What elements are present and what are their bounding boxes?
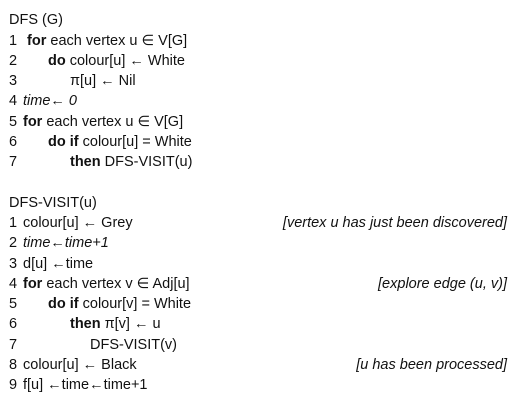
dfs-line: 4 time← 0: [9, 91, 507, 111]
line-comment: [explore edge (u, v)]: [378, 276, 507, 292]
keyword: for: [27, 33, 47, 49]
line-number: 6: [9, 134, 18, 150]
visit-line: 5 do if colour[v] = White: [9, 294, 507, 314]
dfs-title-text: DFS (G): [9, 12, 63, 28]
keyword: do: [48, 53, 66, 69]
line-number: 3: [9, 73, 18, 89]
line-number: 1: [9, 33, 18, 49]
visit-line: 6 then π[v] ← u: [9, 314, 507, 334]
line-text: time←time+1: [23, 235, 109, 251]
line-text: colour[v] = White: [78, 296, 192, 312]
visit-line: 3 d[u] ←time: [9, 254, 507, 274]
keyword: do if: [48, 296, 79, 312]
dfs-line: 3 π[u] ← Nil: [9, 71, 507, 91]
line-number: 8: [9, 357, 18, 373]
dfs-line: 5 for each vertex u ∈ V[G]: [9, 112, 507, 132]
visit-line: 9 f[u] ←time←time+1: [9, 375, 507, 395]
visit-title: DFS-VISIT(u): [9, 193, 507, 213]
dfs-title: DFS (G): [9, 10, 507, 30]
dfs-line: 1 for each vertex u ∈ V[G]: [9, 31, 507, 51]
keyword: then: [70, 316, 101, 332]
visit-line: 2 time←time+1: [9, 233, 507, 253]
line-text: each vertex v ∈ Adj[u]: [42, 276, 190, 292]
visit-title-text: DFS-VISIT(u): [9, 195, 97, 211]
visit-line: 4 for each vertex v ∈ Adj[u] [explore edg…: [9, 274, 507, 294]
line-number: 2: [9, 53, 18, 69]
line-text: time← 0: [23, 93, 77, 109]
dfs-line: 6 do if colour[u] = White: [9, 132, 507, 152]
line-text: π[v] ← u: [100, 316, 161, 332]
line-text: colour[u] = White: [78, 134, 192, 150]
line-number: 1: [9, 215, 18, 231]
line-text: π[u] ← Nil: [70, 73, 136, 89]
line-text: d[u] ←time: [23, 256, 94, 272]
line-text: each vertex u ∈ V[G]: [42, 114, 184, 130]
keyword: do if: [48, 134, 79, 150]
line-number: 6: [9, 316, 18, 332]
line-number: 5: [9, 296, 18, 312]
line-number: 7: [9, 154, 18, 170]
line-text: f[u] ←time←time+1: [23, 377, 148, 393]
keyword: for: [23, 276, 43, 292]
line-comment: [u has been processed]: [356, 357, 507, 373]
visit-line: 7 DFS-VISIT(v): [9, 335, 507, 355]
line-number: 2: [9, 235, 18, 251]
line-text: colour[u] ← Grey: [23, 215, 133, 231]
dfs-line: 7 then DFS-VISIT(u): [9, 152, 507, 172]
line-number: 9: [9, 377, 18, 393]
line-number: 4: [9, 93, 18, 109]
line-number: 7: [9, 337, 18, 353]
line-text: DFS-VISIT(v): [90, 337, 177, 353]
line-text: DFS-VISIT(u): [100, 154, 193, 170]
line-number: 4: [9, 276, 18, 292]
line-comment: [vertex u has just been discovered]: [282, 215, 507, 231]
line-text: colour[u] ← White: [65, 53, 185, 69]
line-text: each vertex u ∈ V[G]: [46, 33, 188, 49]
line-text: colour[u] ← Black: [23, 357, 137, 373]
line-number: 3: [9, 256, 18, 272]
visit-line: 1 colour[u] ← Grey [vertex u has just bee…: [9, 213, 507, 233]
visit-line: 8 colour[u] ← Black [u has been processed…: [9, 355, 507, 375]
dfs-line: 2 do colour[u] ← White: [9, 51, 507, 71]
line-number: 5: [9, 114, 18, 130]
keyword: then: [70, 154, 101, 170]
keyword: for: [23, 114, 43, 130]
